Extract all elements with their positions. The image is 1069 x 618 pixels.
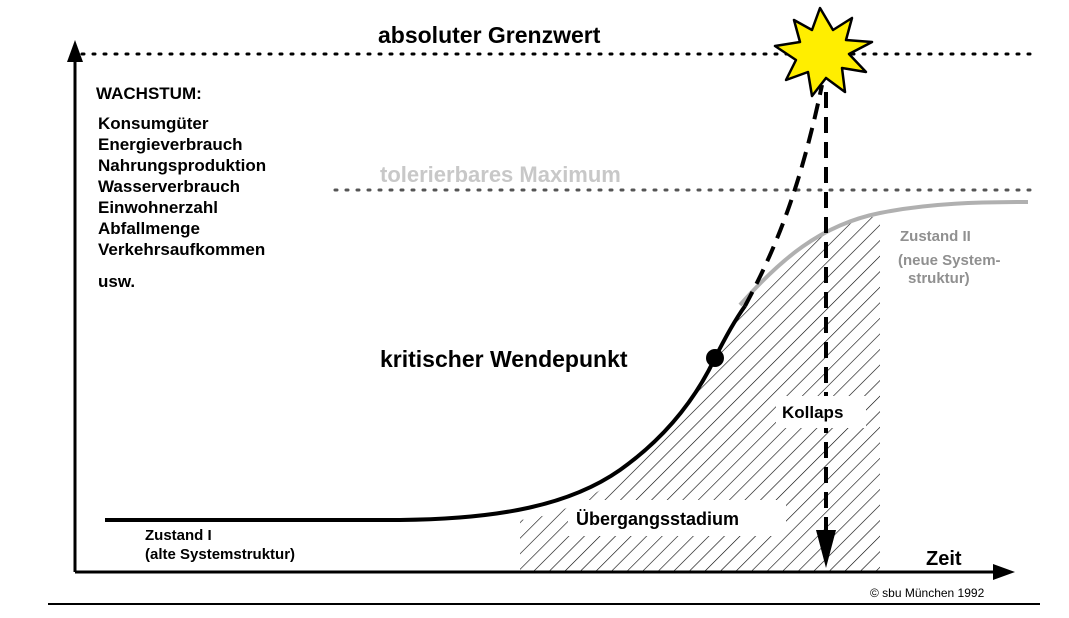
collapse-arrowhead bbox=[816, 530, 836, 568]
y-axis-arrow bbox=[67, 40, 83, 62]
stabilized-curve bbox=[738, 200, 1029, 307]
x-axis-label: Zeit bbox=[926, 548, 962, 570]
credit-label: © sbu München 1992 bbox=[870, 586, 985, 600]
state-one-title: Zustand I bbox=[145, 527, 212, 544]
growth-item: Verkehrsaufkommen bbox=[98, 240, 265, 259]
growth-item: Einwohnerzahl bbox=[98, 198, 218, 217]
state-two-line1: (neue System- bbox=[898, 252, 1001, 269]
overshoot-dashed-curve bbox=[743, 84, 824, 307]
state-two-title: Zustand II bbox=[900, 228, 971, 245]
growth-etc: usw. bbox=[98, 272, 135, 291]
collapse-star-icon bbox=[773, 6, 874, 98]
collapse-label: Kollaps bbox=[782, 403, 843, 422]
transition-label-box bbox=[568, 500, 786, 536]
growth-item: Wasserverbrauch bbox=[98, 177, 240, 196]
turning-point-label: kritischer Wendepunkt bbox=[380, 346, 628, 372]
growth-item: Konsumgüter bbox=[98, 114, 209, 133]
state-two-line2: struktur) bbox=[908, 270, 970, 287]
tolerable-maximum-label: tolerierbares Maximum bbox=[380, 162, 621, 187]
growth-curve bbox=[105, 304, 747, 522]
growth-item: Energieverbrauch bbox=[98, 135, 243, 154]
growth-item: Abfallmenge bbox=[98, 219, 200, 238]
absolute-limit-label: absoluter Grenzwert bbox=[378, 22, 601, 48]
transition-label: Übergangsstadium bbox=[576, 509, 739, 529]
growth-item: Nahrungsproduktion bbox=[98, 156, 266, 175]
turning-point-dot bbox=[706, 349, 724, 367]
collapse-label-box bbox=[776, 396, 866, 428]
state-one-subtitle: (alte Systemstruktur) bbox=[145, 546, 295, 563]
growth-heading: WACHSTUM: bbox=[96, 84, 202, 103]
x-axis-arrow bbox=[993, 564, 1015, 580]
